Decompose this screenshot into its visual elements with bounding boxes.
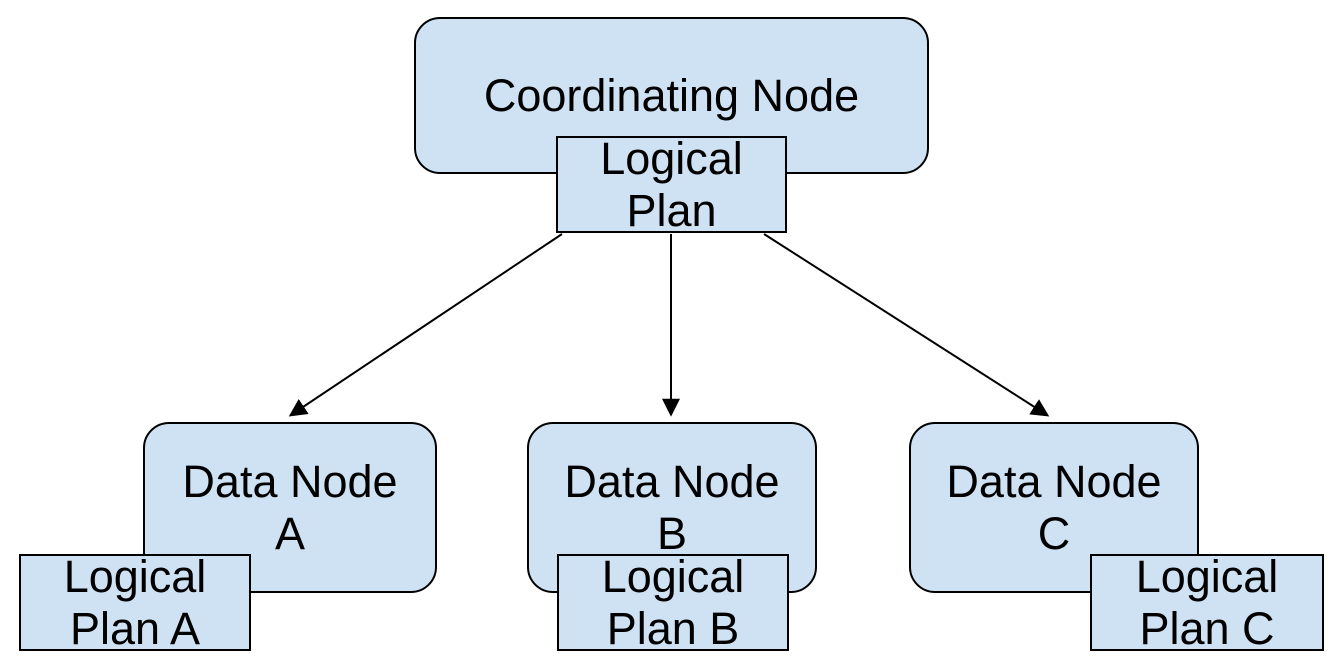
data-node-c-line1: Data Node [946, 455, 1162, 507]
logical-plan-b: Logical Plan B [557, 550, 789, 654]
logical-plan-a-line2: Plan A [69, 602, 201, 654]
data-node-c-line2: C [1037, 507, 1071, 559]
logical-plan-c-line1: Logical [1135, 550, 1279, 602]
logical-plan-a-line1: Logical [63, 550, 207, 602]
coordinating-node-label: Coordinating Node [483, 69, 860, 121]
logical-plan-b-line1: Logical [601, 550, 745, 602]
arrow-plan-to-data-node-c [763, 233, 1050, 417]
coordinating-logical-plan-line2: Plan [626, 184, 717, 236]
data-node-c: Data Node C [909, 422, 1199, 593]
data-node-b-line2: B [656, 507, 687, 559]
arrow-plan-to-data-node-a [288, 233, 563, 417]
logical-plan-c-line2: Plan C [1139, 602, 1275, 654]
coordinating-logical-plan: Logical Plan [556, 132, 787, 236]
logical-plan-b-line2: Plan B [606, 602, 740, 654]
data-node-a-line1: Data Node [182, 455, 398, 507]
coordinating-node: Coordinating Node [414, 17, 929, 174]
logical-plan-a: Logical Plan A [19, 550, 251, 654]
logical-plan-c: Logical Plan C [1090, 550, 1324, 654]
data-node-b-line1: Data Node [564, 455, 780, 507]
coordinating-logical-plan-line1: Logical [600, 132, 743, 184]
data-node-a-line2: A [274, 507, 305, 559]
